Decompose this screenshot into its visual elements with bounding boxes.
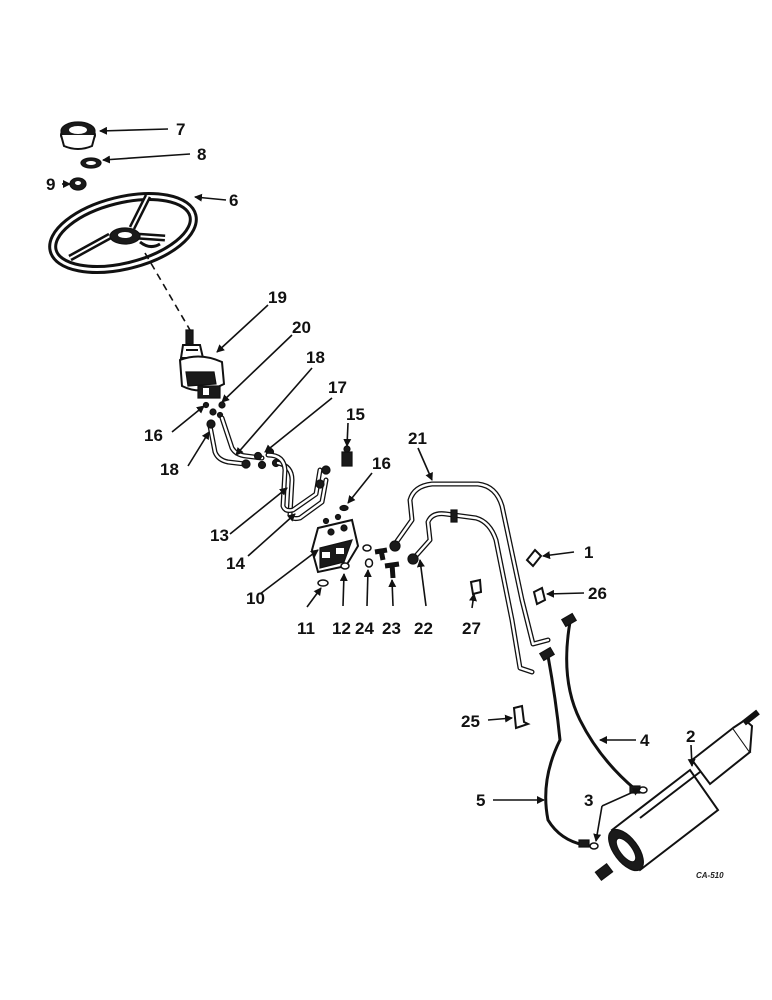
part-oring-20 bbox=[209, 401, 226, 416]
callout-13: 13 bbox=[210, 526, 229, 545]
callout-7: 7 bbox=[176, 120, 185, 139]
part-clamp-1 bbox=[525, 548, 543, 568]
shaft-centerline bbox=[144, 252, 191, 331]
callout-25: 25 bbox=[461, 712, 480, 731]
part-oring-3b bbox=[589, 842, 599, 850]
callout-12: 12 bbox=[332, 619, 351, 638]
part-tube-18 bbox=[206, 415, 265, 469]
part-valve-body bbox=[310, 513, 360, 574]
callout-24: 24 bbox=[355, 619, 374, 638]
part-pipe-22 bbox=[407, 509, 535, 675]
leader-lines bbox=[62, 126, 696, 842]
callout-16-left: 16 bbox=[144, 426, 163, 445]
callout-17: 17 bbox=[328, 378, 347, 397]
callout-1: 1 bbox=[584, 543, 593, 562]
part-hose-5 bbox=[538, 646, 590, 848]
part-tube-13-14 bbox=[265, 452, 331, 522]
callout-23: 23 bbox=[382, 619, 401, 638]
callout-8: 8 bbox=[197, 145, 206, 164]
part-steering-wheel bbox=[48, 192, 198, 274]
callout-16-right: 16 bbox=[372, 454, 391, 473]
callout-20: 20 bbox=[292, 318, 311, 337]
callout-21: 21 bbox=[408, 429, 427, 448]
callout-15: 15 bbox=[346, 405, 365, 424]
part-oring-16b bbox=[339, 504, 349, 512]
callout-14: 14 bbox=[226, 554, 245, 573]
part-nut bbox=[69, 177, 87, 191]
part-tee-23 bbox=[374, 547, 400, 579]
part-fitting-15 bbox=[341, 445, 353, 467]
part-hand-pump bbox=[178, 329, 226, 399]
callout-2: 2 bbox=[686, 727, 695, 746]
part-oring-11 bbox=[317, 579, 329, 587]
callout-labels: 7 8 9 6 19 20 18 17 15 16 16 18 21 13 14… bbox=[46, 120, 724, 880]
part-oring-12 bbox=[340, 562, 350, 570]
callout-18-lower: 18 bbox=[160, 460, 179, 479]
part-plug-24 bbox=[362, 544, 374, 568]
part-clip-27 bbox=[469, 578, 483, 596]
callout-5: 5 bbox=[476, 791, 485, 810]
callout-11: 11 bbox=[297, 619, 315, 638]
callout-18-upper: 18 bbox=[306, 348, 325, 367]
callout-6: 6 bbox=[229, 191, 238, 210]
part-oring-3a bbox=[638, 786, 648, 794]
callout-10: 10 bbox=[246, 589, 265, 608]
part-hose-4 bbox=[560, 612, 641, 794]
part-clamp-26 bbox=[532, 586, 547, 606]
callout-3: 3 bbox=[584, 791, 593, 810]
part-washer bbox=[80, 157, 102, 169]
callout-4: 4 bbox=[640, 731, 650, 750]
callout-27: 27 bbox=[462, 619, 481, 638]
part-cap bbox=[60, 121, 96, 150]
drawing-code: CA-510 bbox=[696, 871, 724, 880]
part-cylinder bbox=[594, 709, 760, 882]
callout-22: 22 bbox=[414, 619, 433, 638]
part-pipe-21 bbox=[389, 481, 551, 647]
callout-26: 26 bbox=[588, 584, 607, 603]
part-bracket-25 bbox=[512, 704, 531, 730]
callout-19: 19 bbox=[268, 288, 287, 307]
callout-9: 9 bbox=[46, 175, 55, 194]
